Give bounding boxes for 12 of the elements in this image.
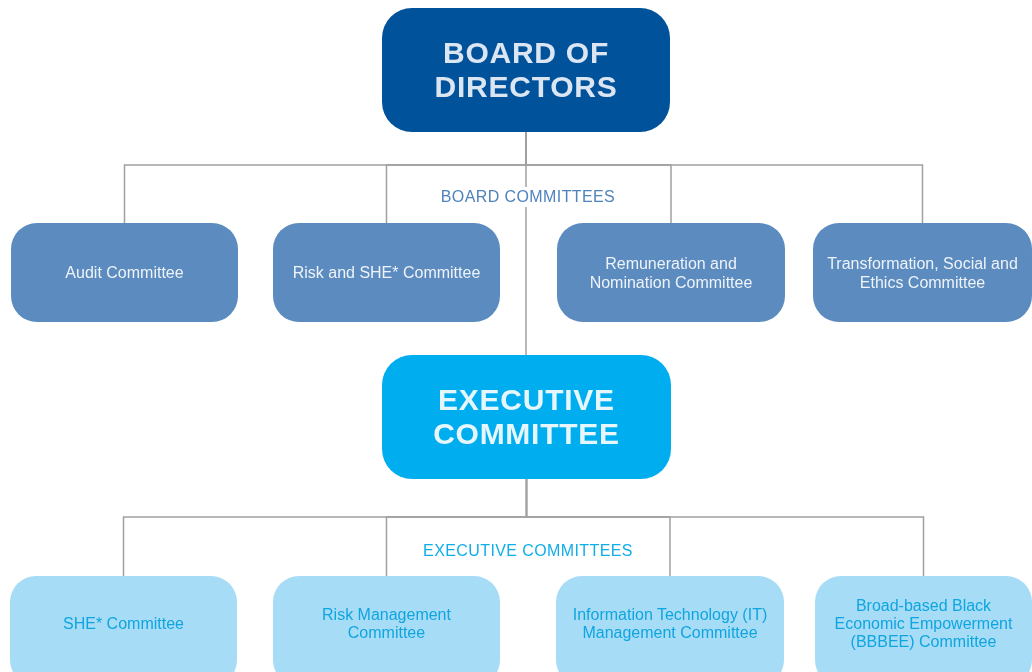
connector-line	[525, 131, 527, 356]
committee-box: BOARD OF DIRECTORS	[382, 8, 670, 132]
connector-line	[525, 478, 925, 577]
committee-box: EXECUTIVE COMMITTEE	[382, 355, 671, 479]
committee-box: Risk and SHE* Committee	[273, 223, 500, 322]
committee-box: Broad-based Black Economic Empowerment (BBBEE) Committee	[815, 576, 1032, 672]
committee-box: Remuneration and Nomination Committee	[557, 223, 785, 322]
committee-box: Transformation, Social and Ethics Committee	[813, 223, 1032, 322]
committee-box: Audit Committee	[11, 223, 238, 322]
committee-box: Risk Management Committee	[273, 576, 500, 672]
committee-box: SHE* Committee	[10, 576, 237, 672]
committee-box: Information Technology (IT) Management Committee	[556, 576, 784, 672]
